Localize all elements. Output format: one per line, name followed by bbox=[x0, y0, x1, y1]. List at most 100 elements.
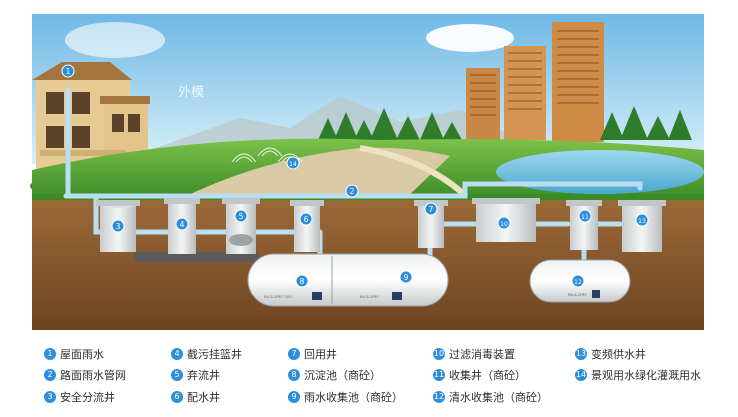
legend-label: 安全分流井 bbox=[60, 391, 115, 404]
legend-number-badge: 13 bbox=[575, 348, 587, 360]
marker-1: 1 bbox=[61, 64, 75, 78]
legend-item-6: 6 配水井 bbox=[171, 389, 220, 405]
legend-label: 收集井（商砼） bbox=[449, 369, 526, 382]
marker-13: 13 bbox=[635, 213, 649, 227]
marker-number: 7 bbox=[429, 205, 434, 214]
marker-circle bbox=[571, 274, 585, 288]
marker-number: 3 bbox=[116, 222, 121, 231]
lake bbox=[496, 150, 704, 194]
marker-circle bbox=[424, 202, 438, 216]
marker-14: 14 bbox=[286, 156, 300, 170]
legend-label: 屋面雨水 bbox=[60, 348, 104, 361]
marker-2: 2 bbox=[345, 184, 359, 198]
cloud bbox=[65, 22, 165, 58]
trees bbox=[318, 106, 692, 140]
marker-number: 2 bbox=[350, 187, 355, 196]
legend-number-badge: 5 bbox=[171, 369, 183, 381]
legend-item-3: 3 安全分流井 bbox=[44, 389, 115, 405]
road bbox=[178, 147, 450, 200]
marker-circle bbox=[111, 219, 125, 233]
marker-5: 5 bbox=[234, 209, 248, 223]
well-13 bbox=[618, 200, 666, 252]
marker-circle bbox=[286, 156, 300, 170]
marker-circle bbox=[61, 64, 75, 78]
marker-circle bbox=[175, 217, 189, 231]
marker-circle bbox=[578, 209, 592, 223]
marker-number: 10 bbox=[500, 221, 508, 228]
marker-10: 10 bbox=[497, 216, 511, 230]
marker-8: 8 bbox=[295, 274, 309, 288]
legend-label: 路面雨水管网 bbox=[60, 369, 126, 382]
base-slab bbox=[134, 252, 258, 262]
marker-circle bbox=[234, 209, 248, 223]
marker-number: 4 bbox=[180, 220, 185, 229]
marker-12: 12 bbox=[571, 274, 585, 288]
legend-label: 截污挂篮井 bbox=[187, 348, 242, 361]
tank-12-plate: RN-8-2FRP bbox=[568, 293, 587, 297]
marker-number: 6 bbox=[304, 215, 309, 224]
legend-number-badge: 8 bbox=[288, 369, 300, 381]
tank-8-9 bbox=[247, 253, 449, 307]
legend-item-12: 12 清水收集池（商砼） bbox=[433, 389, 548, 405]
watermark-text: 外模 bbox=[178, 85, 204, 100]
marker-circle bbox=[635, 213, 649, 227]
legend-item-5: 5 弃流井 bbox=[171, 367, 220, 383]
legend-item-1: 1 屋面雨水 bbox=[44, 346, 104, 362]
road-edge bbox=[359, 145, 473, 203]
legend-number-badge: 3 bbox=[44, 391, 56, 403]
marker-4: 4 bbox=[175, 217, 189, 231]
legend-item-10: 10 过滤消毒装置 bbox=[433, 346, 515, 362]
tower-buildings bbox=[466, 22, 604, 142]
marker-circle bbox=[295, 274, 309, 288]
legend-number-badge: 1 bbox=[44, 348, 56, 360]
marker-number: 12 bbox=[574, 279, 582, 286]
legend-item-14: 14 景观用水绿化灌溉用水 bbox=[575, 367, 701, 383]
legend-number-badge: 2 bbox=[44, 369, 56, 381]
well-6 bbox=[290, 200, 324, 252]
legend-number-badge: 7 bbox=[288, 348, 300, 360]
marker-number: 5 bbox=[239, 212, 244, 221]
legend-item-7: 7 回用井 bbox=[288, 346, 337, 362]
legend-label: 沉淀池（商砼） bbox=[304, 369, 381, 382]
marker-circle bbox=[497, 216, 511, 230]
legend-label: 景观用水绿化灌溉用水 bbox=[591, 369, 701, 382]
legend-item-11: 11 收集井（商砼） bbox=[433, 367, 526, 383]
legend-number-badge: 10 bbox=[433, 348, 445, 360]
legend-label: 雨水收集池（商砼） bbox=[304, 391, 403, 404]
marker-9: 9 bbox=[399, 270, 413, 284]
legend-item-9: 9 雨水收集池（商砼） bbox=[288, 389, 403, 405]
marker-number: 8 bbox=[300, 277, 305, 286]
marker-circle bbox=[299, 212, 313, 226]
legend-item-8: 8 沉淀池（商砼） bbox=[288, 367, 381, 383]
marker-number: 9 bbox=[404, 273, 409, 282]
legend-label: 清水收集池（商砼） bbox=[449, 391, 548, 404]
legend-label: 过滤消毒装置 bbox=[449, 348, 515, 361]
marker-number: 11 bbox=[581, 214, 589, 221]
legend-label: 弃流井 bbox=[187, 369, 220, 382]
well-5 bbox=[222, 198, 260, 254]
legend-item-2: 2 路面雨水管网 bbox=[44, 367, 126, 383]
legend-item-13: 13 变频供水井 bbox=[575, 346, 646, 362]
legend-number-badge: 9 bbox=[288, 391, 300, 403]
legend-number-badge: 11 bbox=[433, 369, 445, 381]
tank-8-plate: RN-8-2FRP 1500 bbox=[264, 295, 293, 299]
pipes bbox=[63, 87, 643, 265]
marker-3: 3 bbox=[111, 219, 125, 233]
marker-circle bbox=[345, 184, 359, 198]
tank-9-plate: RN-8-2FRP bbox=[360, 295, 379, 299]
legend-number-badge: 12 bbox=[433, 391, 445, 403]
marker-number: 1 bbox=[66, 67, 71, 76]
marker-circle bbox=[399, 270, 413, 284]
marker-number: 13 bbox=[638, 218, 646, 225]
legend-label: 回用井 bbox=[304, 348, 337, 361]
legend-number-badge: 14 bbox=[575, 369, 587, 381]
legend-label: 配水井 bbox=[187, 391, 220, 404]
marker-7: 7 bbox=[424, 202, 438, 216]
well-11 bbox=[566, 200, 602, 250]
legend-label: 变频供水井 bbox=[591, 348, 646, 361]
legend-number-badge: 6 bbox=[171, 391, 183, 403]
marker-number: 14 bbox=[289, 161, 297, 168]
legend-number-badge: 4 bbox=[171, 348, 183, 360]
